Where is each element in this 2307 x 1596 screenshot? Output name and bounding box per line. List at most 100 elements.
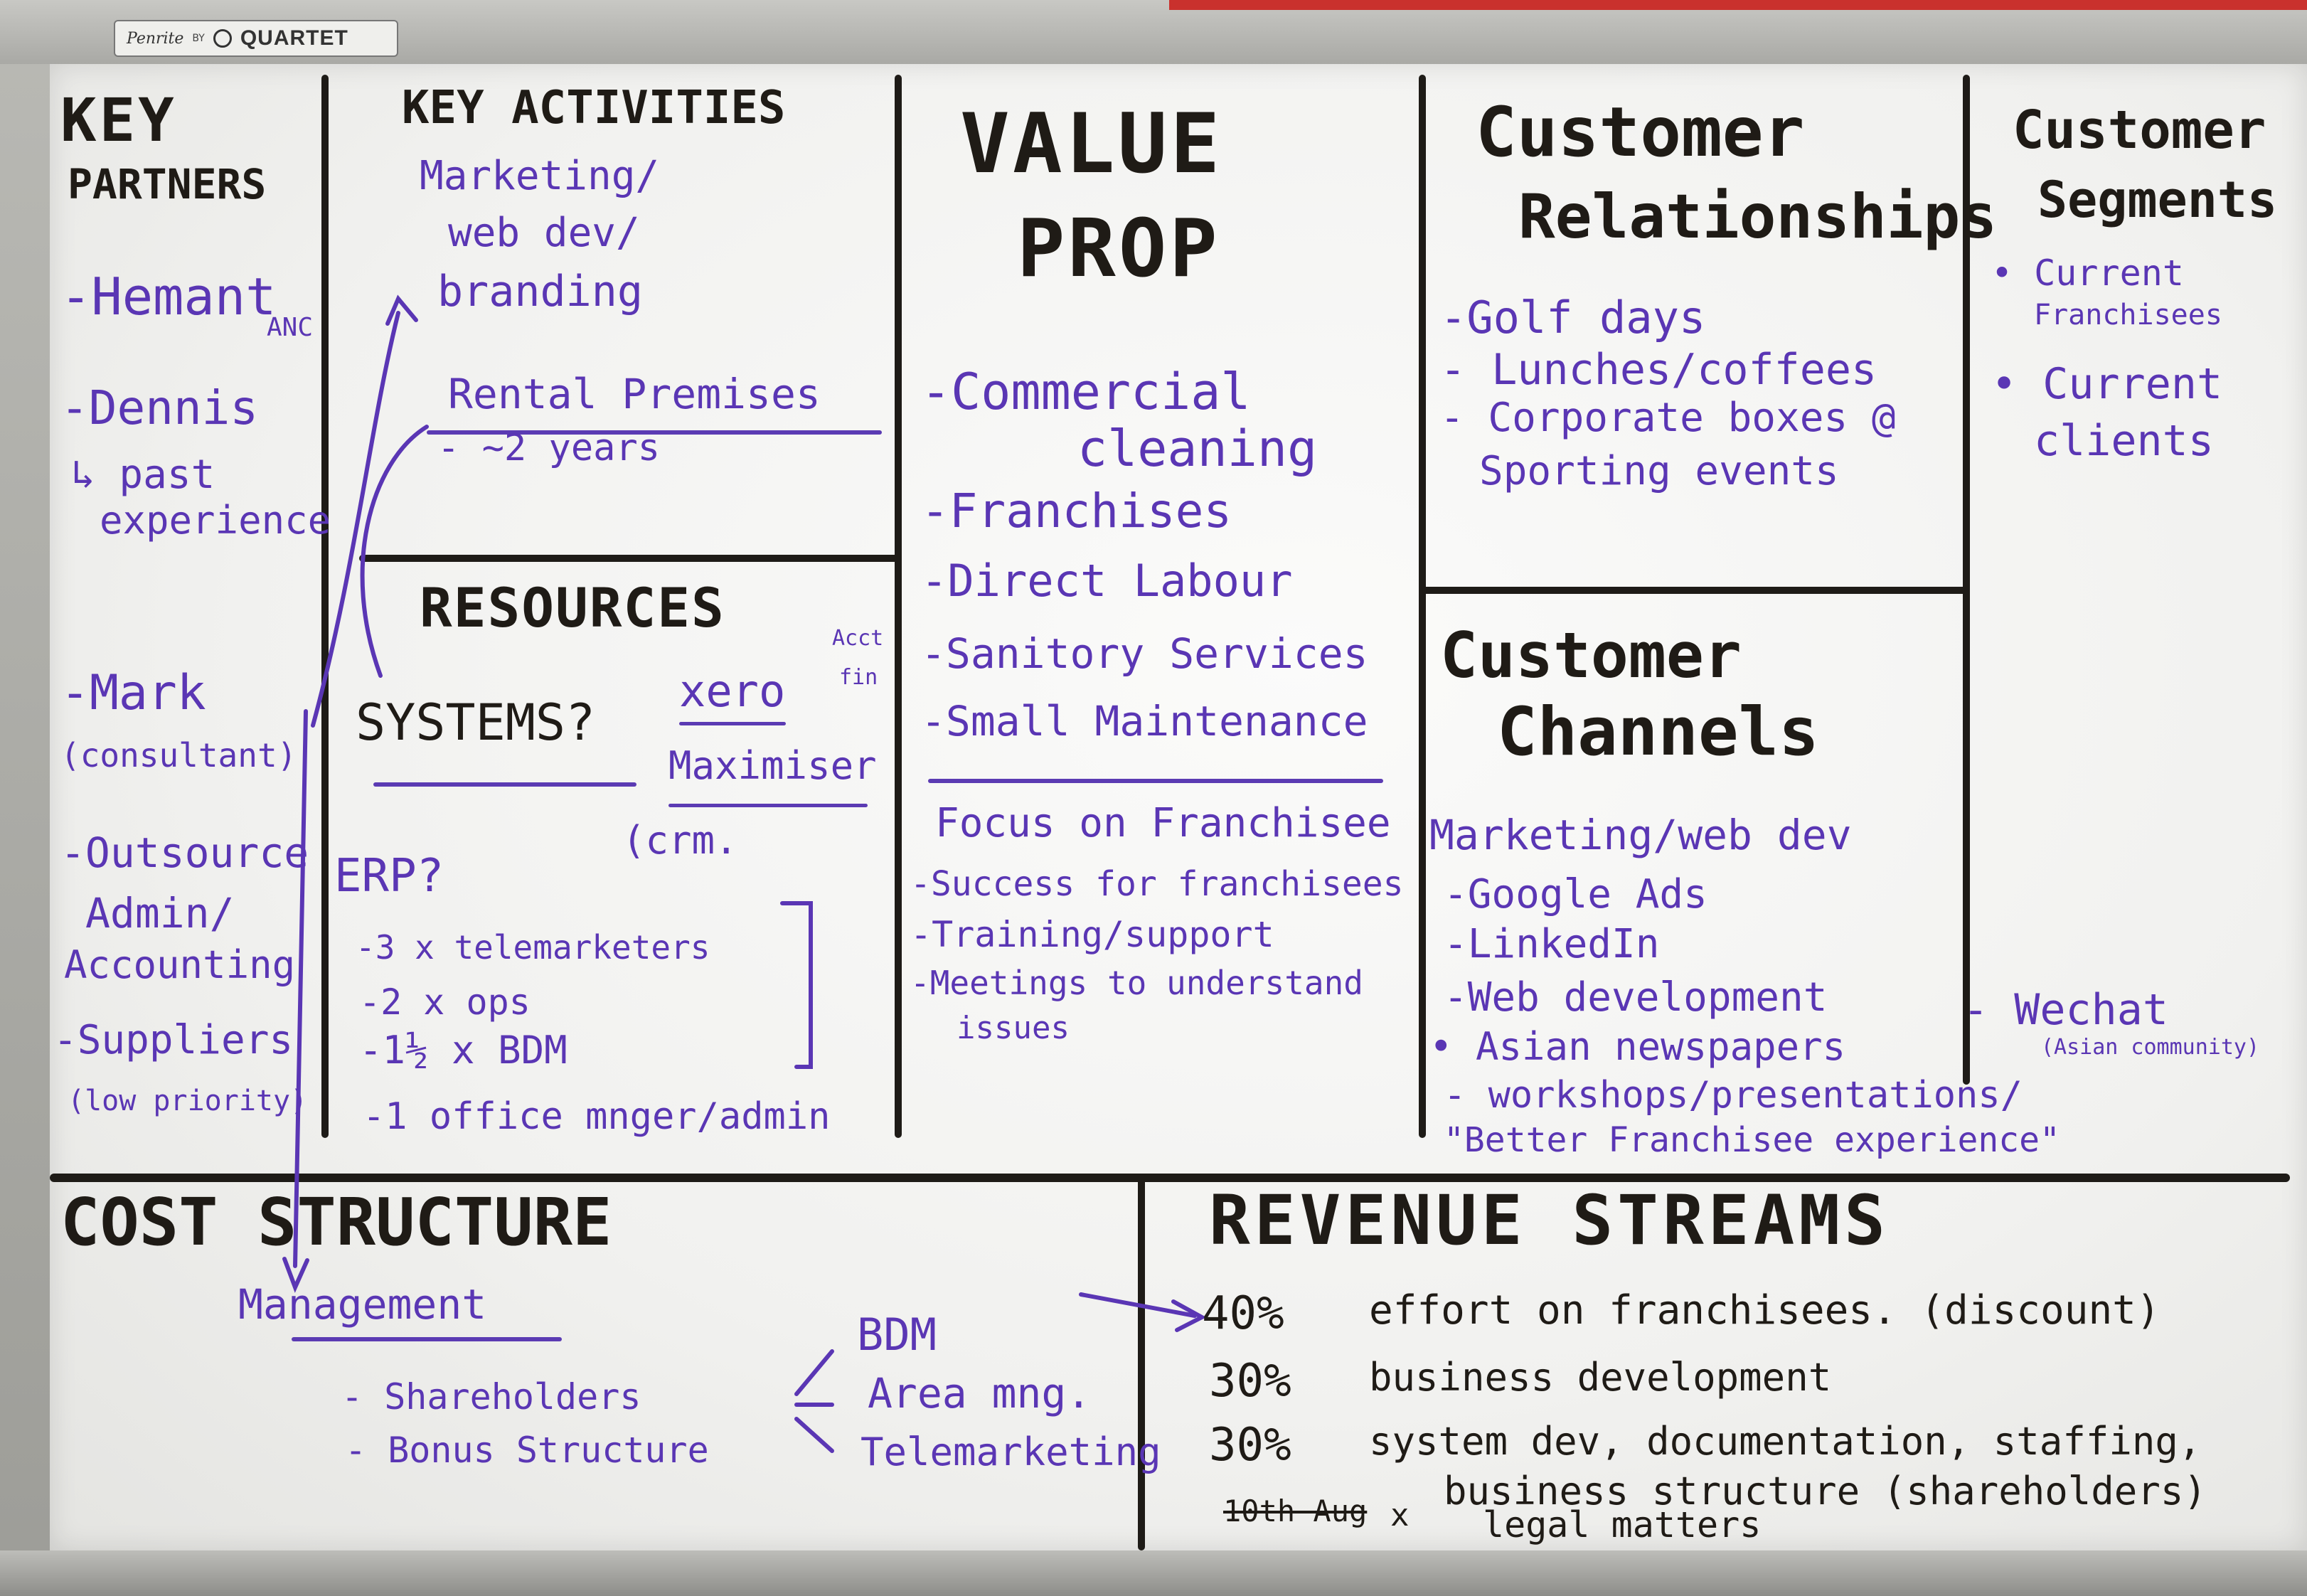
resources-systems: SYSTEMS? [356, 693, 596, 752]
brand-by: BY [192, 33, 205, 44]
segment-item: clients [2034, 416, 2214, 466]
partner-item: ANC [267, 313, 314, 342]
revenue-mark: x [1390, 1497, 1410, 1533]
divider-value-relationships [1419, 75, 1426, 1138]
revenue-continuation: business structure (shareholders) [1444, 1469, 2207, 1513]
cost-lead: Management [238, 1280, 487, 1329]
cost-branch: Telemarketing [861, 1430, 1161, 1474]
cost-branch: BDM [857, 1309, 937, 1361]
revenue-text: system dev, documentation, staffing, [1369, 1419, 2202, 1464]
partner-item: experience [100, 498, 331, 543]
partner-item: (low priority) [68, 1085, 308, 1117]
resources-xero: xero [679, 665, 786, 717]
customer-relationships-title: Customer [1476, 92, 1805, 172]
partner-item: Admin/ [85, 889, 235, 937]
divider-top-bottom [50, 1174, 2290, 1182]
divider-cost-revenue [1138, 1174, 1145, 1550]
relationship-item: Sporting events [1479, 448, 1839, 494]
underline-systems [373, 782, 636, 787]
divider-relationships-channels [1422, 587, 1966, 594]
cost-item: - Bonus Structure [345, 1430, 709, 1471]
key-activities-title: KEY ACTIVITIES [402, 82, 786, 134]
partner-item: -Suppliers [53, 1017, 294, 1063]
value-prop-title-2: PROP [1017, 203, 1220, 295]
relationship-item: -Golf days [1440, 292, 1706, 344]
activity-item: branding [437, 267, 643, 316]
partner-item: -Hemant [60, 267, 277, 326]
revenue-text: effort on franchisees. (discount) [1369, 1287, 2161, 1334]
underline-management [292, 1337, 562, 1341]
key-partners-title: KEY [60, 85, 177, 155]
segment-item: - Wechat [1963, 985, 2168, 1035]
value-item: cleaning [1077, 420, 1318, 478]
quartet-logo-icon [213, 29, 232, 48]
key-partners-title-2: PARTNERS [68, 160, 267, 208]
value-item: -Direct Labour [921, 555, 1293, 607]
value-focus: Focus on Franchisee [935, 800, 1391, 846]
customer-segments-title: Customer [2013, 100, 2266, 161]
bottom-frame-strip [0, 1550, 2307, 1596]
customer-segments-title-2: Segments [2037, 171, 2278, 229]
underline-xero [679, 722, 786, 725]
divider-partners-activities [321, 75, 329, 1138]
activity-item: Marketing/ [420, 153, 660, 199]
value-prop-title: VALUE [960, 96, 1223, 192]
customer-relationships-title-2: Relationships [1518, 181, 1998, 252]
partner-item: -Dennis [60, 381, 259, 435]
segment-item: • Current [1991, 359, 2223, 409]
revenue-text: business development [1369, 1355, 1832, 1400]
resources-acct: Acct [832, 626, 884, 651]
focus-item: -Training/support [910, 914, 1274, 955]
relationship-item: - Corporate boxes @ [1440, 395, 1896, 441]
value-item: -Small Maintenance [921, 697, 1368, 745]
divider-activities-resources [359, 555, 900, 562]
value-item: -Franchises [921, 484, 1232, 538]
cost-structure-title: COST STRUCTURE [60, 1184, 612, 1260]
channel-item: "Better Franchisee experience" [1444, 1120, 2060, 1160]
underline-maximiser [668, 804, 868, 807]
partner-item: Accounting [64, 942, 296, 987]
activity-item: - ~2 years [437, 427, 661, 469]
activity-item: Rental Premises [448, 370, 821, 418]
brand-label: Penrite BY QUARTET [114, 20, 398, 57]
staff-item: -1½ x BDM [359, 1028, 568, 1073]
brand-name: QUARTET [240, 26, 348, 50]
value-item: -Sanitory Services [921, 629, 1368, 678]
divider-relationships-segments [1963, 75, 1970, 1085]
partner-item: -Mark [60, 665, 206, 721]
focus-item: issues [957, 1010, 1070, 1046]
focus-item: -Success for franchisees [910, 864, 1404, 904]
partner-item: (consultant) [60, 736, 297, 775]
channel-item: -Google Ads [1444, 871, 1707, 917]
focus-item: -Meetings to understand [910, 964, 1363, 1002]
cost-item: - Shareholders [341, 1376, 641, 1417]
relationship-item: - Lunches/coffees [1440, 345, 1877, 395]
red-background-edge [1169, 0, 2307, 10]
staff-item: -1 office mnger/admin [363, 1095, 831, 1138]
segment-item: • Current [1991, 252, 2184, 294]
divider-activities-value [895, 75, 902, 1138]
channel-item: -Web development [1444, 974, 1828, 1021]
channel-item: - workshops/presentations/ [1444, 1074, 2023, 1117]
customer-channels-title: Customer [1440, 619, 1742, 692]
activity-item: web dev/ [448, 210, 640, 256]
revenue-streams-title: REVENUE STREAMS [1209, 1181, 1890, 1260]
value-item: -Commercial [921, 363, 1251, 421]
channel-item: • Asian newspapers [1429, 1024, 1846, 1069]
channel-item: -LinkedIn [1444, 921, 1660, 967]
partner-item: -Outsource [60, 829, 309, 877]
resources-crm: (crm. [622, 818, 738, 863]
staff-item: -3 x telemarketers [356, 928, 710, 967]
channels-lead: Marketing/web dev [1429, 811, 1852, 859]
resources-fin: fin [839, 665, 878, 690]
revenue-pct: 40% [1202, 1287, 1284, 1340]
resources-title: RESOURCES [420, 576, 725, 639]
cost-branch: Area mng. [868, 1369, 1092, 1417]
underline-value-list [928, 779, 1383, 783]
revenue-pct: 30% [1209, 1419, 1291, 1472]
resources-erp: ERP? [334, 850, 444, 903]
revenue-legal: legal matters [1483, 1504, 1762, 1546]
customer-channels-title-2: Channels [1497, 693, 1819, 771]
revenue-pct: 30% [1209, 1355, 1291, 1408]
